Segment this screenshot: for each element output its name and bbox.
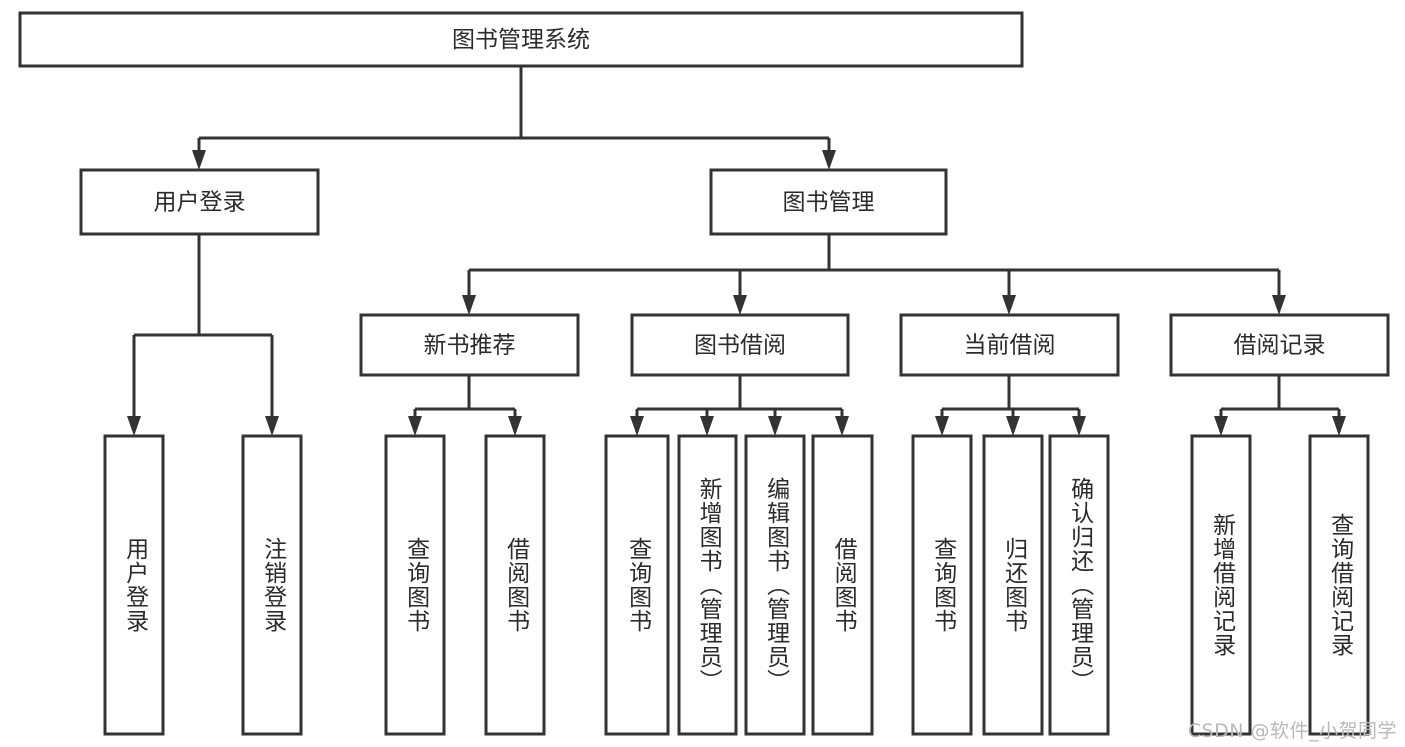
arrow-head-icon bbox=[768, 416, 782, 436]
level3-node-3-label: 借阅记录 bbox=[1234, 333, 1326, 359]
level2-node-0-box bbox=[79, 168, 320, 236]
level3-node-1-label: 图书借阅 bbox=[694, 333, 786, 359]
leaf-node-1-box bbox=[241, 434, 303, 736]
arrow-head-icon bbox=[822, 150, 836, 170]
arrow-head-icon bbox=[1002, 295, 1016, 315]
arrow-head-icon bbox=[935, 416, 949, 436]
leaf-node-7-box bbox=[811, 434, 874, 736]
leaf-node-12-box bbox=[1308, 434, 1370, 736]
level3-node-2-label: 当前借阅 bbox=[964, 333, 1056, 359]
root-node-label: 图书管理系统 bbox=[452, 27, 590, 53]
arrow-head-icon bbox=[192, 150, 206, 170]
level3-node-3-box bbox=[1169, 313, 1390, 377]
leaf-node-2-box bbox=[384, 434, 446, 736]
level2-node-1-box bbox=[709, 168, 948, 236]
level2-node-1-label: 图书管理 bbox=[783, 190, 875, 216]
leaf-node-9-box bbox=[982, 434, 1044, 736]
root-node-box bbox=[18, 11, 1024, 68]
leaf-node-3-box bbox=[484, 434, 546, 736]
arrow-head-icon bbox=[462, 295, 476, 315]
leaf-node-4-box bbox=[604, 434, 670, 736]
arrow-head-icon bbox=[127, 416, 141, 436]
arrow-head-icon bbox=[1006, 416, 1020, 436]
arrow-head-icon bbox=[1332, 416, 1346, 436]
arrow-head-icon bbox=[700, 416, 714, 436]
arrow-head-icon bbox=[508, 416, 522, 436]
arrow-head-icon bbox=[265, 416, 279, 436]
arrow-head-icon bbox=[630, 416, 644, 436]
level3-node-2-box bbox=[899, 313, 1120, 377]
leaf-node-5-box bbox=[677, 434, 738, 736]
arrow-head-icon bbox=[1214, 416, 1228, 436]
arrow-head-icon bbox=[1072, 416, 1086, 436]
arrow-head-icon bbox=[733, 295, 747, 315]
level3-node-0-box bbox=[359, 313, 580, 377]
level3-node-1-box bbox=[630, 313, 850, 377]
leaf-node-8-box bbox=[911, 434, 973, 736]
leaf-node-6-box bbox=[744, 434, 806, 736]
arrow-head-icon bbox=[408, 416, 422, 436]
connectors-layer bbox=[127, 66, 1346, 436]
arrow-head-icon bbox=[835, 416, 849, 436]
leaf-node-0-box bbox=[103, 434, 165, 736]
arrow-head-icon bbox=[1272, 295, 1286, 315]
boxes-layer bbox=[18, 11, 1390, 736]
leaf-node-11-box bbox=[1190, 434, 1252, 736]
level2-node-0-label: 用户登录 bbox=[154, 190, 246, 216]
watermark-text: CSDN @软件_小贺同学 bbox=[1187, 720, 1397, 742]
leaf-node-10-box bbox=[1048, 434, 1110, 736]
level3-node-0-label: 新书推荐 bbox=[424, 333, 516, 359]
